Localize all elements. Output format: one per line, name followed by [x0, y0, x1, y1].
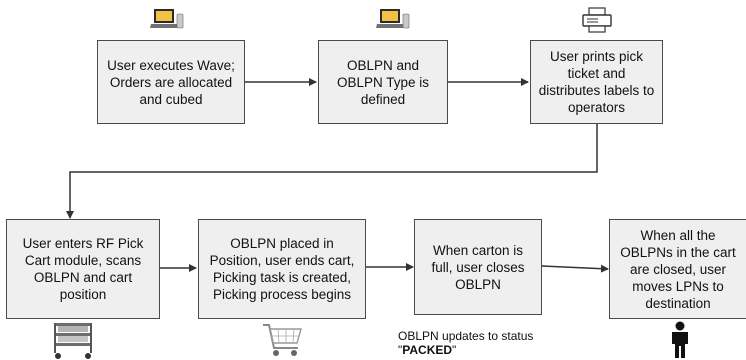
rolling-cart-icon: [54, 323, 92, 359]
status-open-quote: ": [398, 343, 403, 357]
status-update-text: OBLPN updates to status: [398, 329, 534, 343]
step-picking-begins-text: OBLPN placed in Position, user ends cart…: [209, 236, 355, 302]
status-update-note: OBLPN updates to status "PACKED": [398, 329, 533, 357]
step-rf-pick-cart: User enters RF Pick Cart module, scans O…: [6, 219, 160, 319]
printer-icon: [582, 7, 612, 33]
step-define-oblpn: OBLPN and OBLPN Type is defined: [318, 40, 448, 124]
person-icon: [672, 321, 688, 358]
step-close-oblpn: When carton is full, user closes OBLPN: [414, 219, 542, 315]
step-print-pick-ticket: User prints pick ticket and distributes …: [530, 40, 663, 124]
laptop-phone-icon: [376, 9, 410, 29]
step-picking-begins: OBLPN placed in Position, user ends cart…: [198, 219, 366, 319]
arrow-step3-to-step4: [66, 124, 598, 219]
step-move-lpns: When all the OBLPNs in the cart are clos…: [609, 219, 746, 319]
step-define-oblpn-text: OBLPN and OBLPN Type is defined: [336, 57, 430, 107]
step-print-pick-ticket-text: User prints pick ticket and distributes …: [538, 49, 655, 115]
step-close-oblpn-text: When carton is full, user closes OBLPN: [431, 242, 525, 292]
step-rf-pick-cart-text: User enters RF Pick Cart module, scans O…: [22, 236, 144, 302]
step-execute-wave-text: User executes Wave; Orders are allocated…: [107, 57, 235, 107]
shopping-cart-icon: [263, 324, 302, 356]
step-execute-wave: User executes Wave; Orders are allocated…: [97, 40, 245, 124]
status-close-quote: ": [452, 343, 457, 357]
arrow-step6-to-step7: [541, 264, 609, 273]
status-value-packed: PACKED: [402, 343, 453, 357]
step-move-lpns-text: When all the OBLPNs in the cart are clos…: [620, 227, 736, 311]
laptop-phone-icon: [150, 9, 184, 29]
status-value-line: "PACKED": [398, 343, 533, 357]
